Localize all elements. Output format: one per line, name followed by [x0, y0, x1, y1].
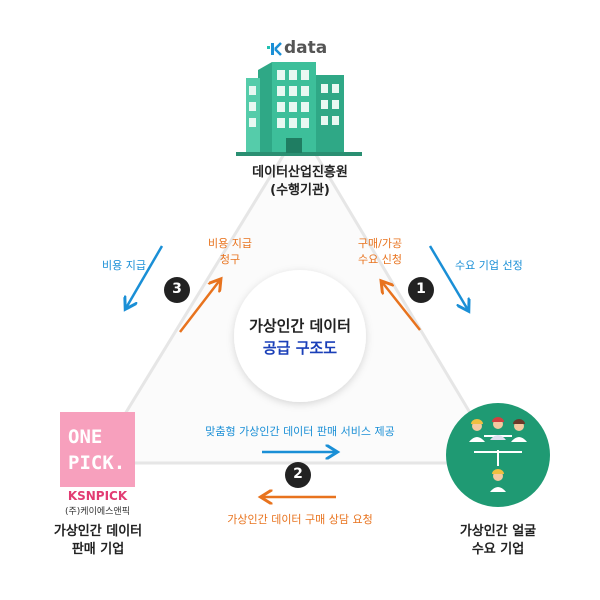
people-network-icon	[469, 417, 527, 492]
right-node-line1: 가상인간 얼굴	[459, 524, 537, 539]
center-title: 가상인간 데이터 공급 구조도	[230, 315, 370, 359]
step3-number: 3	[172, 281, 182, 297]
step1-orange-arrow	[382, 282, 421, 331]
center-title-line2: 공급 구조도	[262, 339, 338, 357]
step1-number: 1	[416, 281, 426, 297]
step1-badge	[408, 277, 434, 303]
kdata-logo-mark	[267, 42, 282, 56]
top-node-line2: (수행기관)	[270, 183, 330, 198]
onepick-logo-box	[60, 412, 135, 487]
step3-orange-arrow	[179, 280, 220, 333]
step2-blue-label: 맞춤형 가상인간 데이터 판매 서비스 제공	[205, 425, 395, 438]
onepick-logo-line2: PICK.	[68, 452, 126, 474]
step1-orange-line1: 구매/가공	[357, 237, 403, 250]
left-node-line2: 판매 기업	[71, 542, 125, 557]
onepick-logo-text: ONE PICK.	[68, 424, 125, 476]
onepick-logo-line1: ONE	[68, 426, 103, 448]
right-node-label: 가상인간 얼굴 수요 기업	[430, 523, 566, 559]
step3-orange-line1: 비용 지급	[208, 237, 252, 250]
left-node-line1: 가상인간 데이터	[53, 524, 143, 539]
step3-orange-line2: 청구	[219, 253, 241, 266]
step1-blue-label: 수요 기업 선정	[455, 259, 523, 272]
step2-number: 2	[293, 466, 303, 482]
step1-blue-arrow	[428, 245, 468, 310]
center-title-line1: 가상인간 데이터	[249, 317, 351, 335]
step3-badge	[164, 277, 190, 303]
step2-orange-label: 가상인간 데이터 구매 상담 요청	[227, 513, 373, 526]
left-node-label: 가상인간 데이터 판매 기업	[30, 523, 166, 559]
step3-blue-label: 비용 지급	[102, 259, 146, 272]
building-icon	[236, 62, 362, 156]
ksnpick-company: (주)케이에스앤픽	[65, 507, 130, 517]
kdata-logo-text: data	[284, 38, 328, 58]
ksnpick-brand: KSNPICK	[67, 489, 128, 503]
top-node-line1: 데이터산업진흥원	[252, 165, 348, 180]
step1-orange-line2: 수요 신청	[358, 253, 402, 266]
step2-badge	[285, 462, 311, 488]
step3-orange-label: 비용 지급 청구	[190, 236, 270, 268]
right-node-line2: 수요 기업	[471, 542, 525, 557]
step3-blue-arrow	[126, 245, 164, 308]
step1-orange-label: 구매/가공 수요 신청	[340, 236, 420, 268]
center-circle	[234, 270, 366, 402]
top-node-label: 데이터산업진흥원 (수행기관)	[200, 164, 400, 200]
